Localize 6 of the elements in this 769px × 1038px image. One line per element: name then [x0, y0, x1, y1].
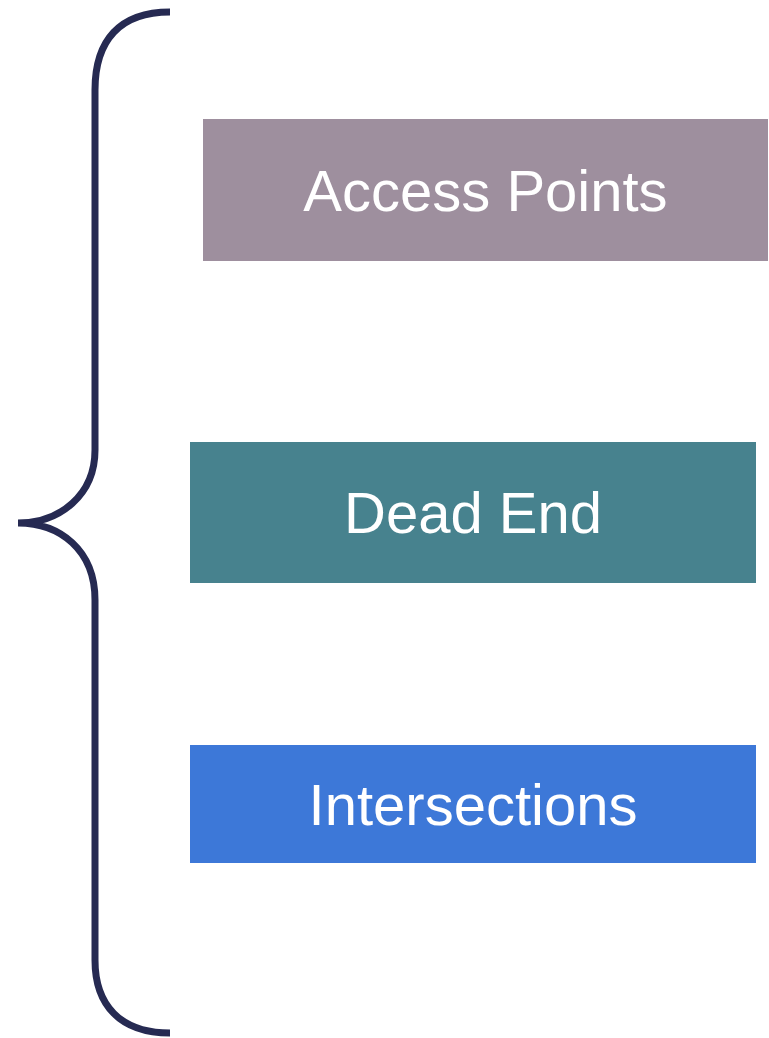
- label-box: [203, 119, 768, 261]
- label-box: [190, 442, 756, 583]
- box-label: Intersections: [308, 770, 638, 838]
- box-label: Access Points: [303, 156, 668, 224]
- label-box: [190, 745, 756, 863]
- box-label: Dead End: [344, 479, 602, 546]
